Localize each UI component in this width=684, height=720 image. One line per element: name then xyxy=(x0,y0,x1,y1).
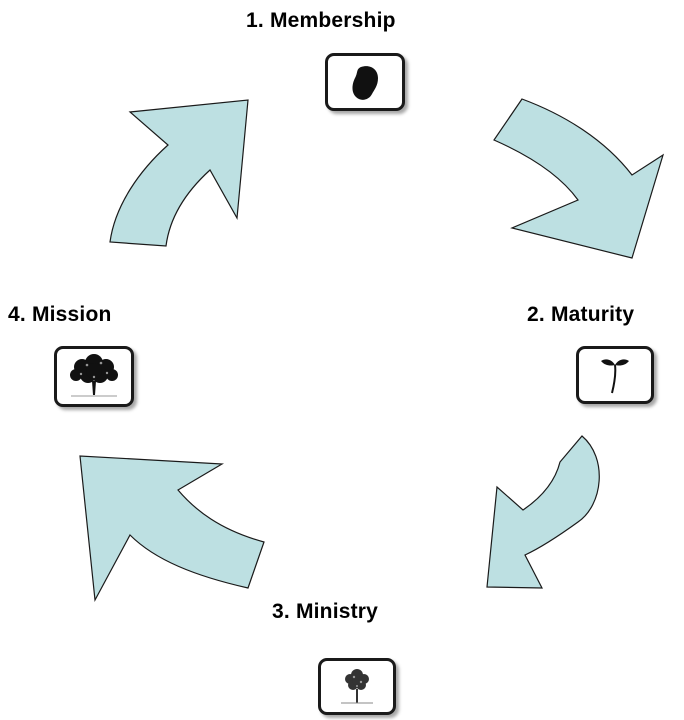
seedling-icon xyxy=(601,359,629,394)
small-tree-icon xyxy=(341,669,373,704)
step-icon-box-membership xyxy=(325,53,405,111)
arrow-mission-to-membership xyxy=(109,99,249,247)
step-label-maturity: 2. Maturity xyxy=(527,303,635,326)
step-icon-box-ministry xyxy=(318,658,396,715)
bean-icon xyxy=(352,66,378,100)
large-tree-icon xyxy=(70,354,118,397)
arrow-membership-to-maturity xyxy=(493,98,665,259)
arrow-maturity-to-ministry xyxy=(486,435,600,589)
step-label-membership: 1. Membership xyxy=(246,9,396,32)
step-label-mission: 4. Mission xyxy=(8,303,112,326)
step-icon-box-mission xyxy=(54,346,134,407)
step-label-ministry: 3. Ministry xyxy=(272,600,379,623)
step-icon-box-maturity xyxy=(576,346,654,404)
arrow-ministry-to-mission xyxy=(79,455,265,602)
